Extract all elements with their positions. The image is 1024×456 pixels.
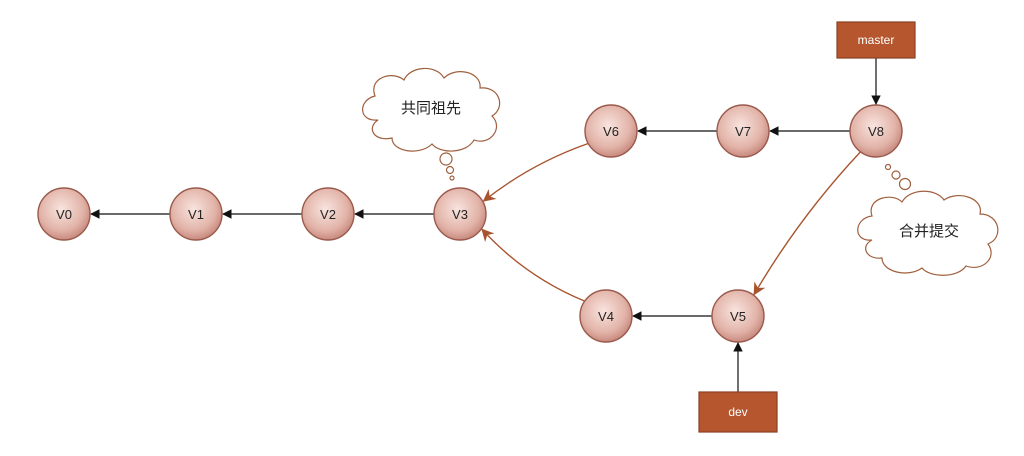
edge-v6-to-v3 (482, 142, 589, 202)
commit-circle-v2 (301, 187, 355, 241)
branch-box-dev (698, 391, 778, 433)
cloud-bubble-large (439, 152, 453, 166)
commit-circle-v6 (584, 104, 638, 158)
branches-layer: master dev (698, 21, 916, 433)
cloud-bubble-large-2 (898, 177, 912, 191)
edge-v8-to-v5 (753, 151, 861, 296)
commit-circle-v1 (169, 187, 223, 241)
commit-label-v0: V0 (56, 207, 72, 222)
commit-label-v7: V7 (735, 124, 751, 139)
commit-label-v2: V2 (320, 207, 336, 222)
commit-circle-v4 (579, 289, 633, 343)
cloud-bubble-small-2 (884, 163, 892, 171)
commit-node-v1: V1 (169, 187, 223, 241)
callout-text-common-ancestor: 共同祖先 (401, 99, 461, 117)
commit-circle-v8 (849, 104, 903, 158)
commit-node-v0: V0 (37, 187, 91, 241)
commit-label-v8: V8 (868, 124, 884, 139)
commit-label-v1: V1 (188, 207, 204, 222)
commit-node-v4: V4 (579, 289, 633, 343)
branch-label-dev: dev (728, 405, 747, 419)
commit-label-v5: V5 (730, 309, 746, 324)
cloud-bubble-medium-2 (891, 170, 901, 180)
cloud-shape-merge-commit (857, 190, 999, 276)
commit-node-v7: V7 (716, 104, 770, 158)
cloud-shape-common-ancestor (362, 67, 501, 152)
edge-v4-to-v3 (481, 228, 585, 302)
commit-node-v8: V8 (849, 104, 903, 158)
cloud-bubble-medium (445, 165, 455, 175)
commit-node-v6: V6 (584, 104, 638, 158)
commit-label-v6: V6 (603, 124, 619, 139)
branch-box-master (836, 21, 916, 59)
commit-circle-v7 (716, 104, 770, 158)
commit-label-v3: V3 (452, 207, 468, 222)
commit-node-v3: V3 (433, 187, 487, 241)
branch-label-master: master (858, 33, 895, 47)
commit-label-v4: V4 (598, 309, 614, 324)
cloud-bubble-small (449, 175, 455, 181)
commit-node-v2: V2 (301, 187, 355, 241)
commit-node-v5: V5 (711, 289, 765, 343)
edges-layer (90, 126, 861, 321)
callout-text-merge-commit: 合并提交 (899, 222, 959, 240)
callout-merge-commit: 合并提交 (857, 163, 999, 276)
callout-common-ancestor: 共同祖先 (362, 67, 501, 181)
commit-circle-v0 (37, 187, 91, 241)
commit-circle-v3 (433, 187, 487, 241)
commit-circle-v5 (711, 289, 765, 343)
branch-tag-dev: dev (698, 391, 778, 433)
branch-tag-master: master (836, 21, 916, 59)
